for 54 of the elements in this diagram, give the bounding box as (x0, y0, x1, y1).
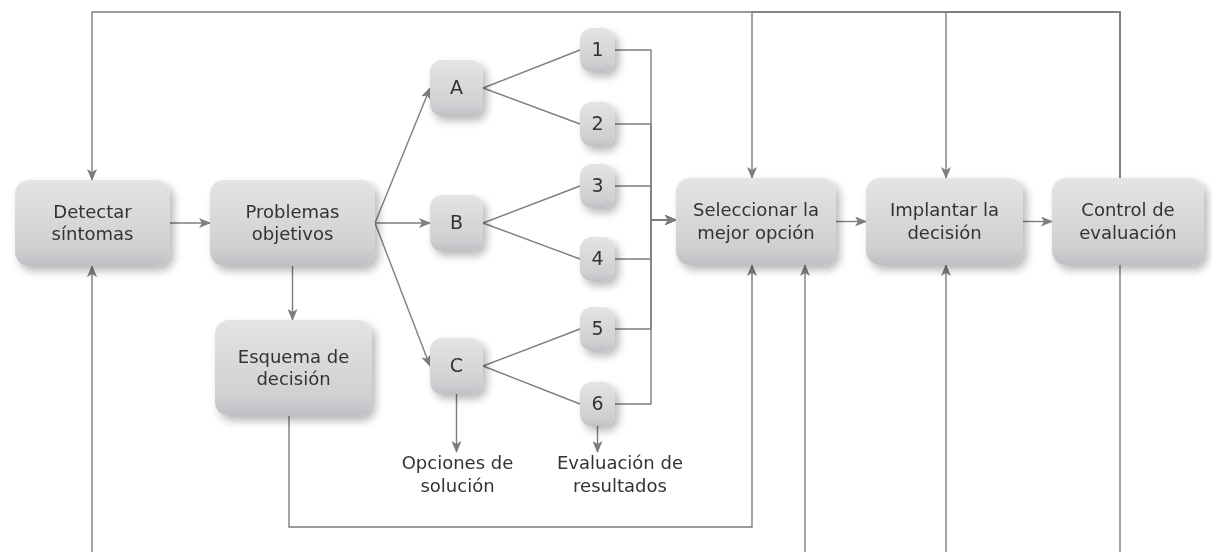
node-label: Problemas objetivos (244, 200, 341, 246)
connector-line (1119, 264, 1121, 552)
arrow (288, 264, 757, 528)
arrow (451, 393, 462, 453)
connector-line (482, 222, 581, 260)
connector-line (482, 365, 581, 405)
option-box (580, 307, 615, 351)
option-box (580, 382, 615, 426)
caption-text: Opciones de solución (390, 452, 525, 506)
connector-line (482, 185, 581, 224)
node-label: 1 (591, 38, 604, 62)
node-label: A (450, 76, 463, 100)
arrow (374, 87, 431, 224)
process-box (676, 178, 836, 265)
connector-line (482, 49, 581, 89)
node-label: Detectar síntomas (50, 200, 135, 246)
arrow (614, 215, 677, 405)
node-label: Esquema de decisión (236, 345, 351, 391)
connector-line (482, 87, 581, 125)
process-box (1052, 178, 1204, 265)
option-box (580, 237, 615, 281)
node-label: Implantar la decisión (889, 199, 1000, 244)
arrow (835, 216, 867, 227)
node-label: 5 (591, 317, 604, 341)
node-label: 4 (591, 247, 604, 271)
option-box (430, 60, 483, 116)
arrow (374, 222, 431, 367)
node-label: Seleccionar la mejor opción (692, 199, 820, 244)
caption-text: Evaluación de resultados (540, 452, 700, 506)
node-label: B (449, 211, 463, 235)
node-label: C (449, 354, 464, 378)
node-label: 3 (591, 174, 604, 198)
process-box (15, 180, 170, 266)
arrow (941, 11, 1121, 179)
arrow (87, 265, 97, 552)
connector-line (482, 328, 581, 367)
option-box (430, 338, 483, 394)
option-box (580, 102, 615, 146)
process-box (215, 320, 372, 416)
option-box (580, 164, 615, 208)
node-label: Control de evaluación (1078, 199, 1178, 244)
process-box (866, 178, 1023, 265)
process-box (210, 180, 375, 266)
option-box (430, 195, 483, 251)
node-label: 2 (591, 112, 604, 136)
arrow (374, 218, 431, 228)
arrow (592, 425, 603, 453)
option-box (580, 28, 615, 72)
arrow (1022, 216, 1053, 227)
arrow (800, 264, 810, 552)
node-label: 6 (591, 392, 604, 416)
arrow (287, 265, 298, 321)
arrow (941, 264, 951, 552)
arrow (169, 218, 211, 228)
